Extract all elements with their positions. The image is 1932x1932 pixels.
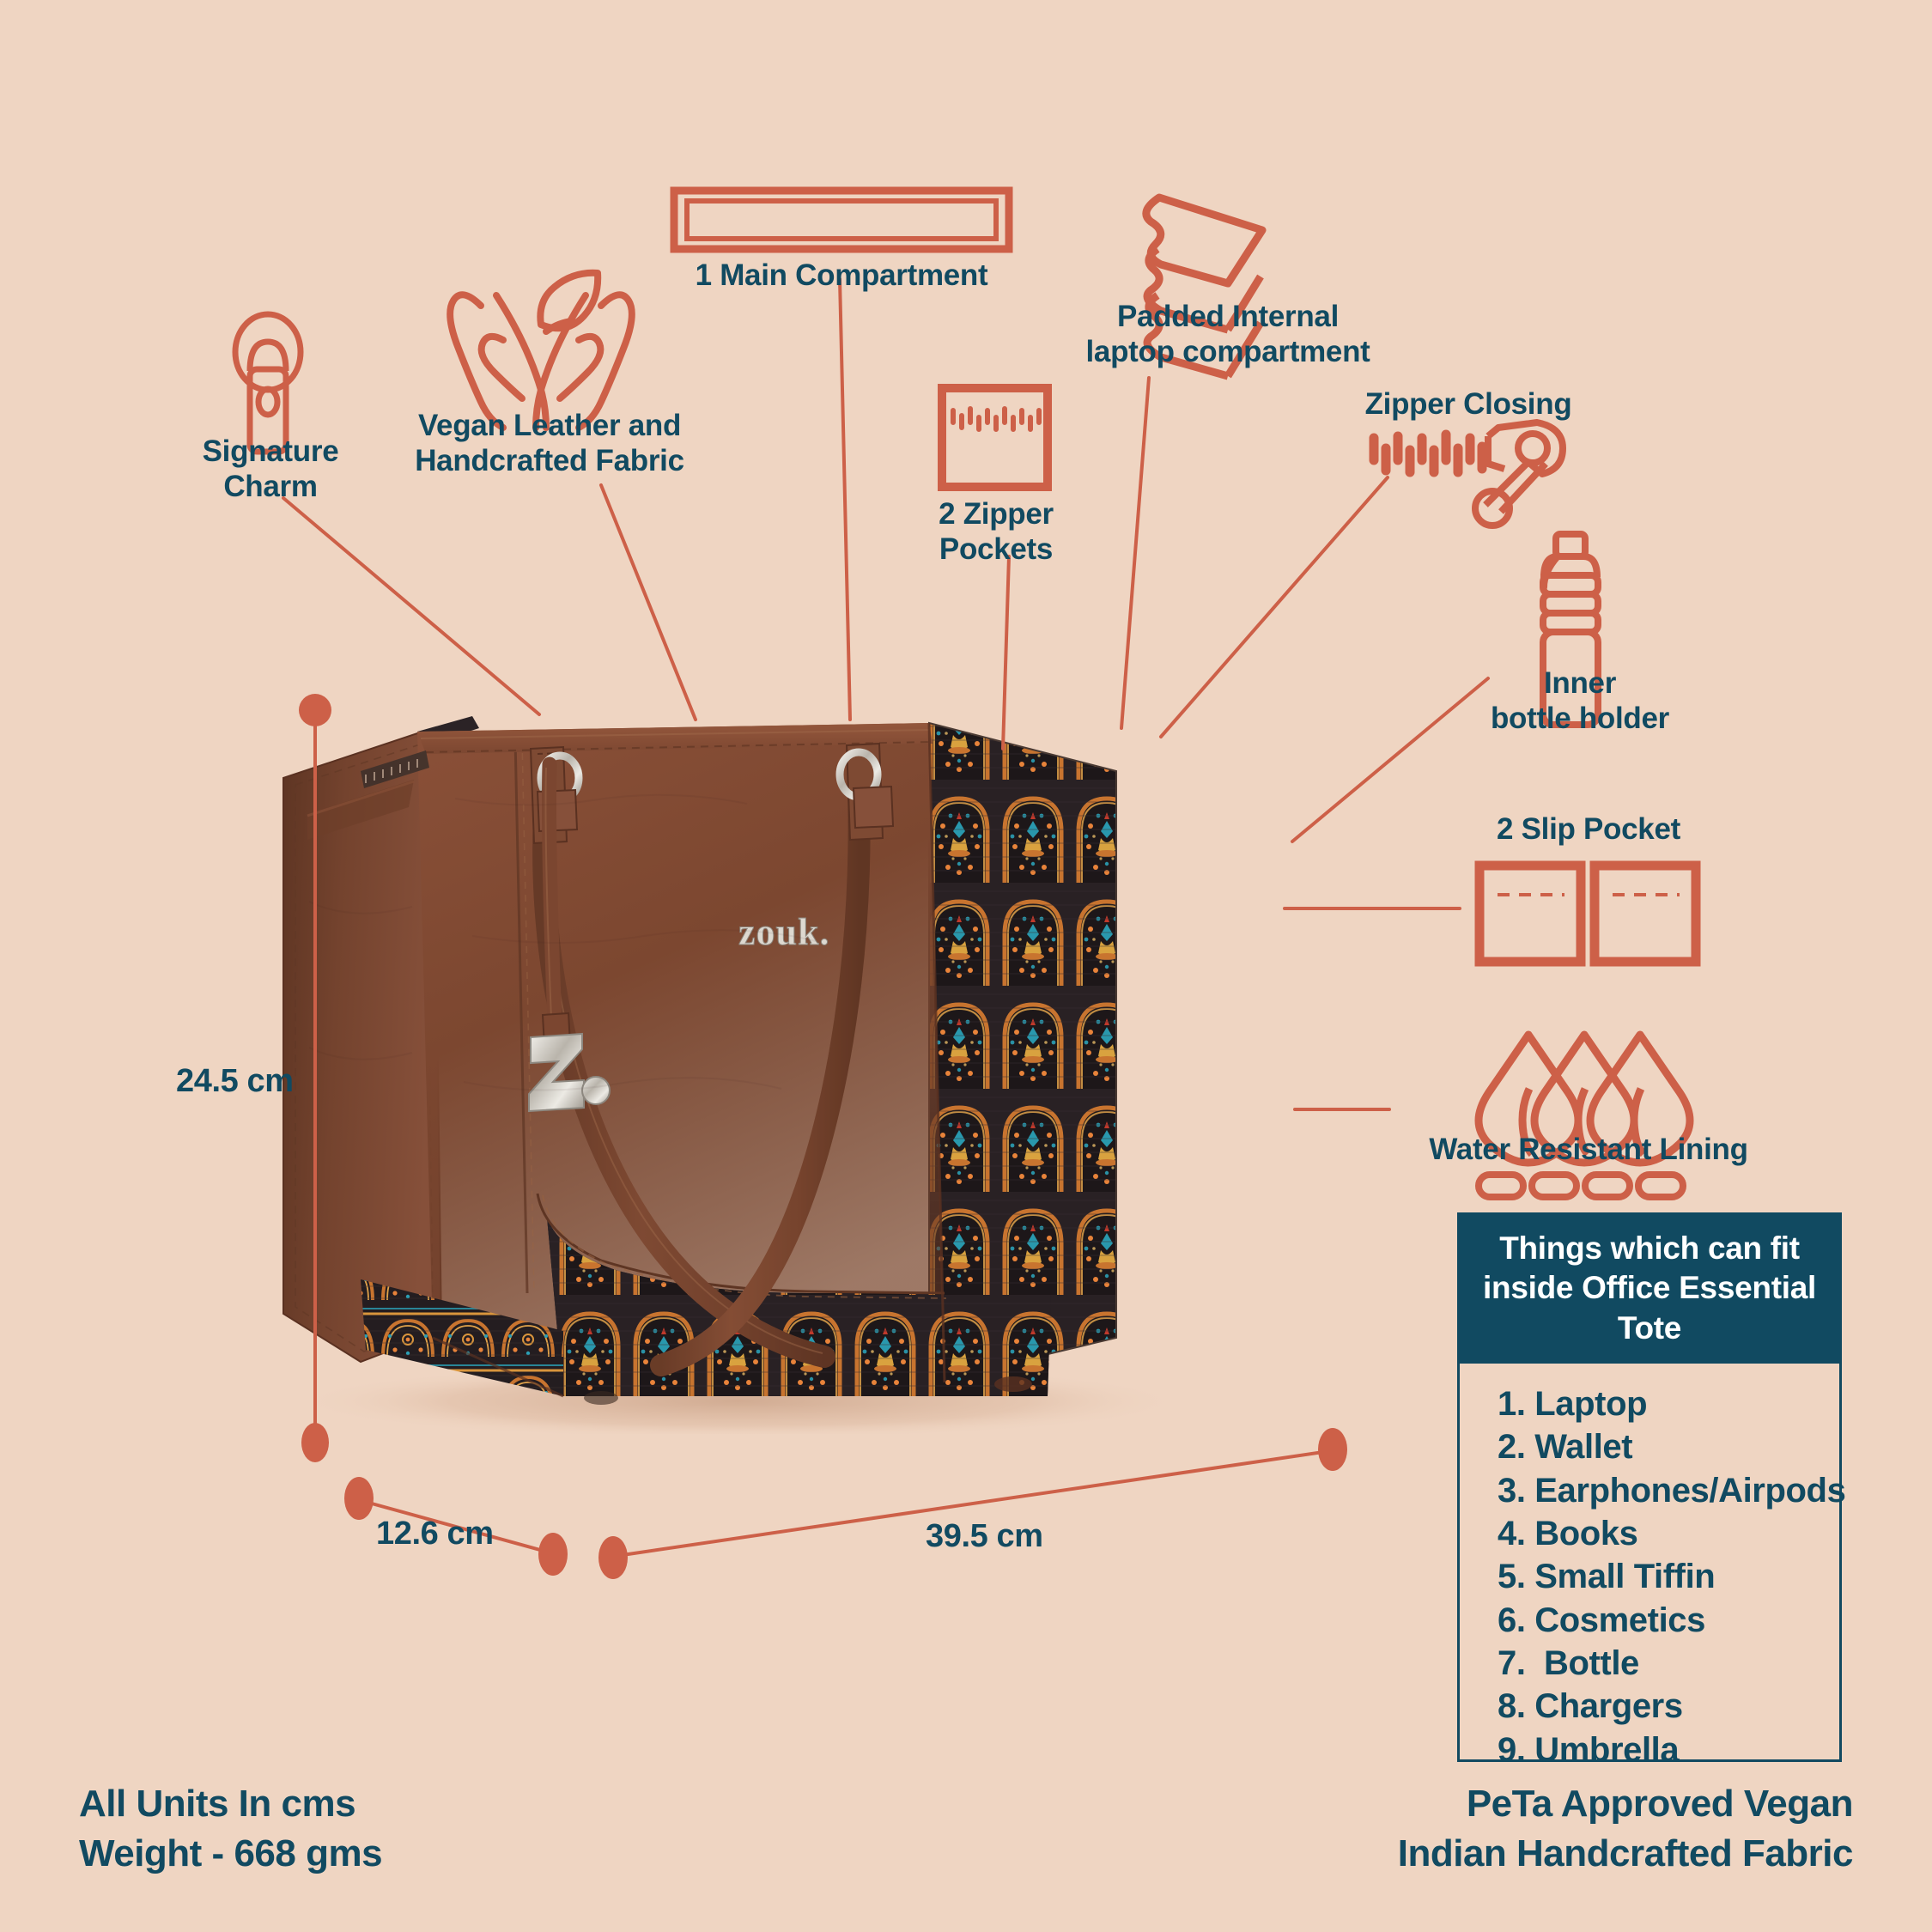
list-item: 1. Laptop — [1498, 1384, 1648, 1423]
charm-icon — [232, 311, 304, 455]
compartment-icon — [670, 186, 1013, 253]
dimension-label-depth: 12.6 cm — [376, 1516, 494, 1552]
callout-label-zipper-pockets: 2 Zipper Pockets — [939, 497, 1054, 567]
zipper-pocket-icon — [938, 384, 1052, 491]
callout-label-water-resistant: Water Resistant Lining — [1429, 1133, 1748, 1166]
brand-logo-text: zouk. — [738, 911, 829, 953]
zipper-pull-icon — [1369, 419, 1566, 529]
callout-label-zipper-closing: Zipper Closing — [1364, 387, 1572, 421]
callout-label-bottle-holder: Inner bottle holder — [1490, 666, 1670, 736]
dimension-label-height: 24.5 cm — [176, 1063, 294, 1099]
list-item: 2. Wallet — [1498, 1428, 1633, 1467]
fits-inside-infobox: Things which can fit inside Office Essen… — [1457, 1212, 1846, 1769]
list-item: 9. Umbrella — [1498, 1730, 1680, 1769]
leader-main-compartment — [838, 277, 852, 721]
callout-label-main-compartment: 1 Main Compartment — [695, 258, 988, 292]
infobox-item-list: 1. Laptop 2. Wallet 3. Earphones/Airpods… — [1460, 1364, 1846, 1772]
svg-text:zouk.: zouk. — [738, 911, 829, 953]
product-photo-tote-bag: zouk. zouk. — [283, 716, 1185, 1434]
dimension-width — [598, 1428, 1347, 1579]
list-item: 7. Bottle — [1498, 1644, 1639, 1683]
list-item: 5. Small Tiffin — [1498, 1558, 1716, 1596]
callout-label-slip-pocket: 2 Slip Pocket — [1497, 812, 1680, 846]
slip-pocket-icon — [1474, 860, 1701, 967]
footer-units-weight: All Units In cms Weight - 668 gms — [79, 1783, 383, 1875]
callout-label-signature-charm: Signature Charm — [202, 434, 339, 504]
signature-charm-metal — [528, 1032, 611, 1113]
list-item: 3. Earphones/Airpods — [1498, 1471, 1846, 1510]
dimension-label-width: 39.5 cm — [926, 1518, 1043, 1554]
infobox-title: Things which can fit inside Office Essen… — [1460, 1215, 1839, 1364]
list-item: 4. Books — [1498, 1514, 1638, 1552]
callout-label-vegan-leather: Vegan Leather and Handcrafted Fabric — [415, 409, 684, 478]
list-item: 8. Chargers — [1498, 1687, 1683, 1726]
hands-leaf-icon — [447, 269, 635, 431]
water-drops-icon — [1474, 1030, 1694, 1200]
callout-label-laptop-compartment: Padded Internal laptop compartment — [1085, 300, 1370, 369]
footer-peta-fabric: PeTa Approved Vegan Indian Handcrafted F… — [1397, 1783, 1854, 1875]
list-item: 6. Cosmetics — [1498, 1601, 1705, 1639]
